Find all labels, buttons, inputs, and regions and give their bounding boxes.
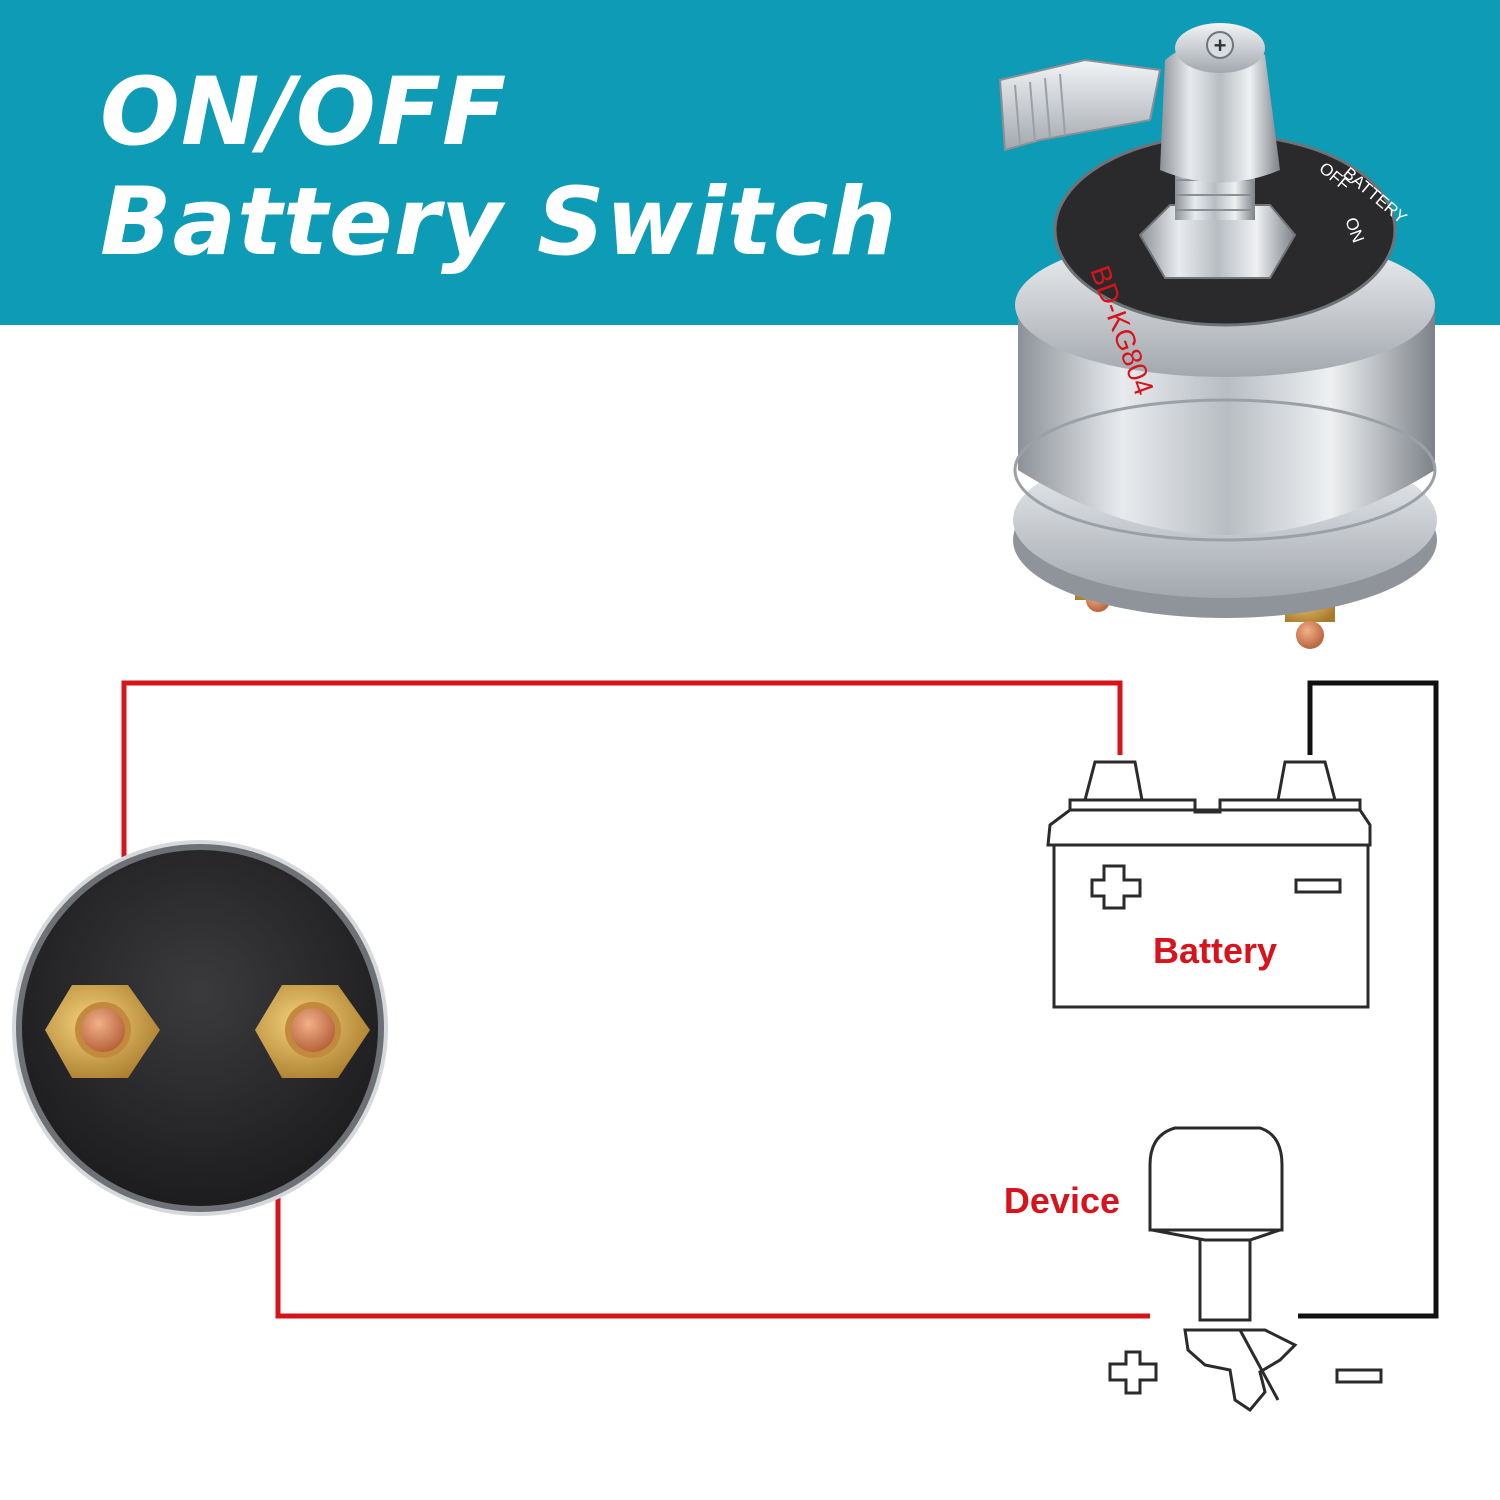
battery-switch-product: BD-KG804 OFF BATTERY ON + bbox=[998, 23, 1437, 649]
battery-plus-icon bbox=[1090, 864, 1142, 910]
bottom-terminal-left bbox=[45, 985, 160, 1078]
battery-minus-icon bbox=[1294, 878, 1342, 894]
title-line-2: Battery Switch bbox=[100, 168, 898, 277]
device-minus-icon bbox=[1335, 1368, 1383, 1384]
battery bbox=[1046, 760, 1372, 1009]
wire-positive-bottom bbox=[275, 1195, 1150, 1319]
bottom-terminal-right bbox=[255, 985, 370, 1078]
wire-positive-top bbox=[121, 680, 1123, 860]
device-plus-icon bbox=[1108, 1350, 1158, 1395]
knob-screw-icon: + bbox=[1214, 33, 1227, 58]
battery-post-positive bbox=[1083, 760, 1144, 802]
device-outboard-motor bbox=[1148, 1126, 1298, 1412]
switch-bottom-view bbox=[12, 840, 388, 1216]
title-line-1: ON/OFF bbox=[100, 58, 508, 167]
wire-negative bbox=[1298, 680, 1439, 1319]
battery-label: Battery bbox=[1153, 930, 1277, 971]
battery-post-negative bbox=[1276, 760, 1337, 802]
page-title: ON/OFF Battery Switch bbox=[100, 58, 897, 278]
device-label: Device bbox=[1004, 1180, 1120, 1221]
wires bbox=[121, 680, 1439, 1319]
